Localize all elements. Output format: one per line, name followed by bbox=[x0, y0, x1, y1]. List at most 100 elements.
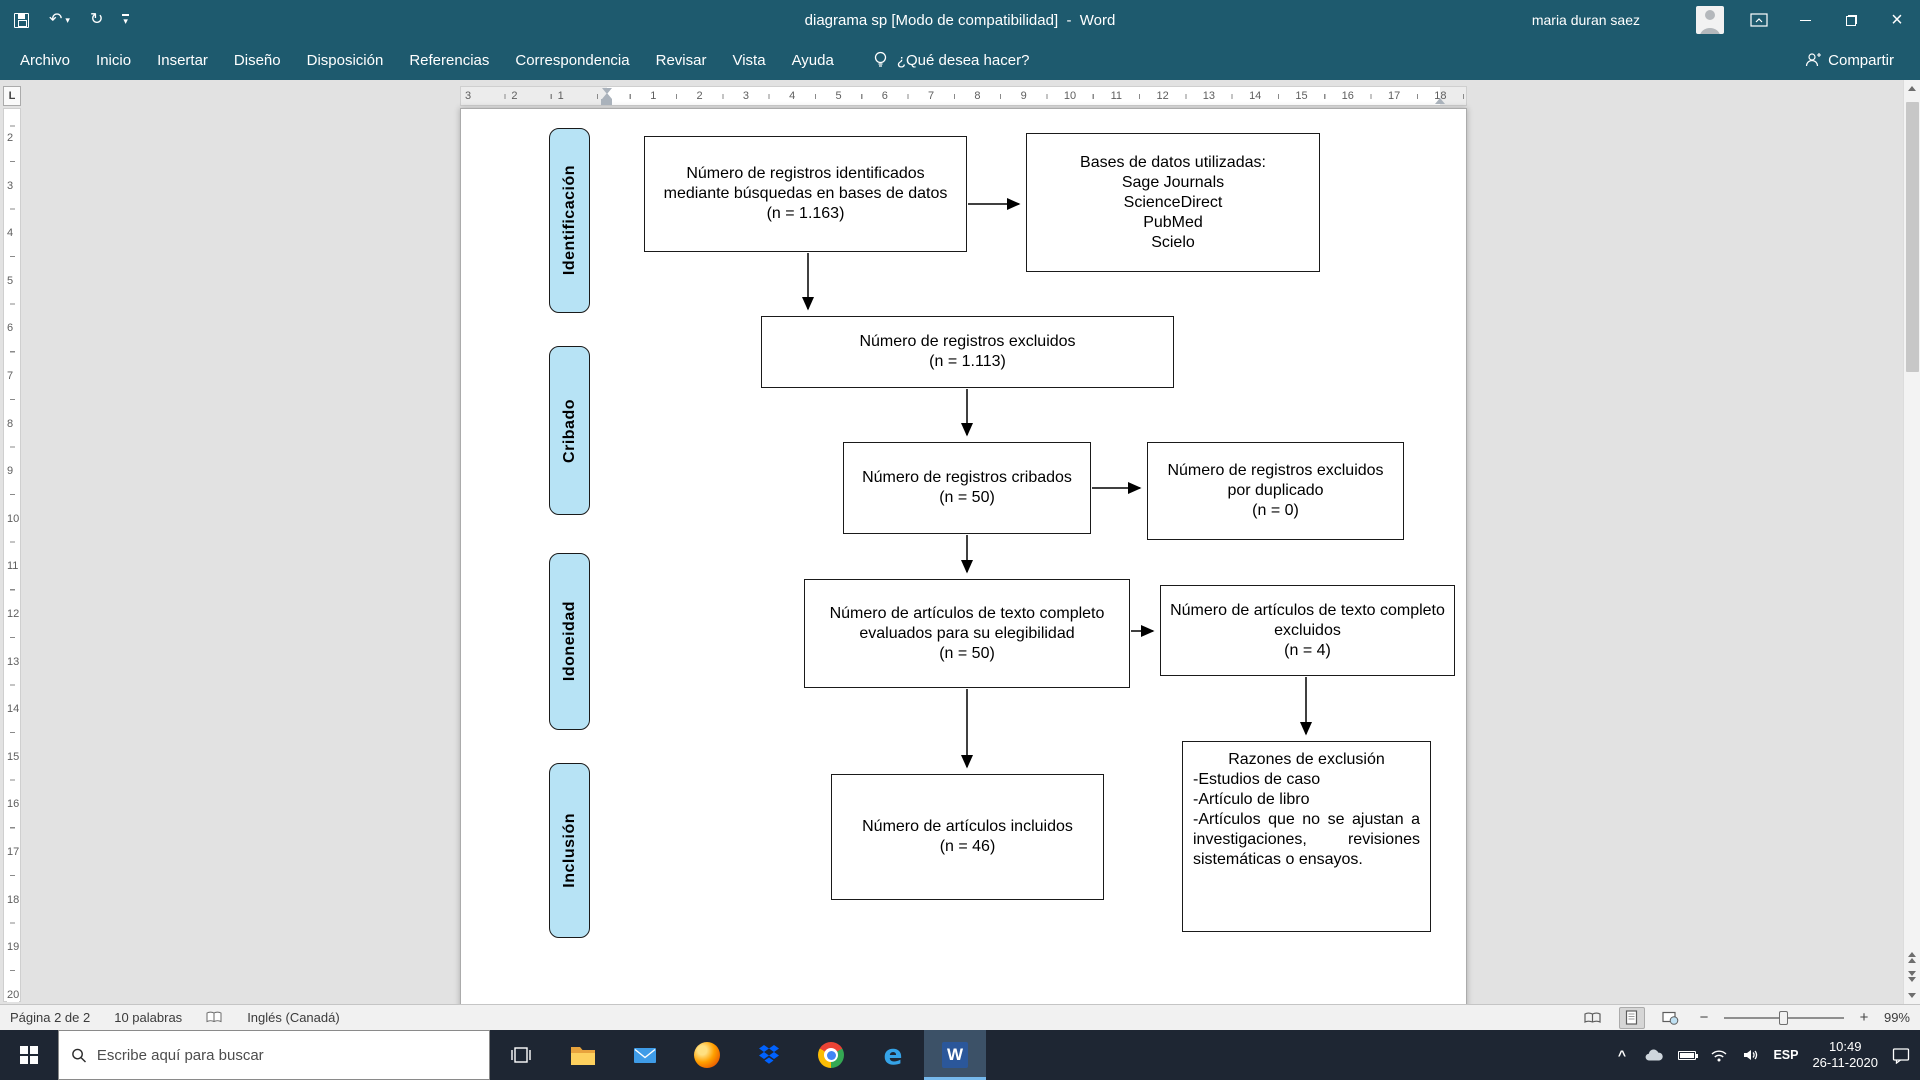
ruler-number: 15 bbox=[1295, 90, 1308, 102]
zoom-slider-handle[interactable] bbox=[1779, 1010, 1789, 1025]
action-center-icon bbox=[1892, 1047, 1910, 1064]
stage-label: Cribado bbox=[560, 398, 578, 463]
redo-button[interactable]: ↻ bbox=[90, 12, 103, 28]
taskbar-app-dropbox[interactable] bbox=[738, 1030, 800, 1080]
ruler-number: 15 bbox=[7, 749, 20, 764]
start-button[interactable] bbox=[0, 1030, 58, 1080]
language-indicator[interactable]: Inglés (Canadá) bbox=[247, 1010, 340, 1025]
word-count[interactable]: 10 palabras bbox=[114, 1010, 183, 1025]
taskbar-clock[interactable]: 10:49 26-11-2020 bbox=[1812, 1030, 1878, 1080]
tab-vista[interactable]: Vista bbox=[732, 51, 766, 69]
double-chevron-down-icon bbox=[1908, 971, 1916, 982]
minimize-button[interactable] bbox=[1782, 0, 1828, 40]
box-registros-excluidos[interactable]: Número de registros excluidos (n = 1.113… bbox=[761, 316, 1174, 388]
scrollbar-thumb[interactable] bbox=[1906, 102, 1919, 372]
next-page-button[interactable] bbox=[1904, 968, 1920, 985]
ruler-number: 20 bbox=[7, 987, 20, 1002]
ruler-number: 7 bbox=[7, 369, 14, 383]
tab-correspondencia[interactable]: Correspondencia bbox=[515, 51, 630, 69]
tab-disposicion[interactable]: Disposición bbox=[306, 51, 384, 69]
ruler-number: 8 bbox=[974, 90, 981, 102]
save-button[interactable] bbox=[14, 12, 29, 28]
volume-button[interactable] bbox=[1742, 1030, 1759, 1080]
document-scrollbar[interactable] bbox=[1903, 80, 1920, 1004]
onedrive-button[interactable] bbox=[1644, 1030, 1664, 1080]
tab-inicio[interactable]: Inicio bbox=[96, 51, 132, 69]
stage-cribado[interactable]: Cribado bbox=[549, 346, 590, 515]
tray-expand-button[interactable]: ^ bbox=[1617, 1047, 1627, 1063]
tab-revisar[interactable]: Revisar bbox=[655, 51, 707, 69]
account-avatar[interactable] bbox=[1696, 6, 1724, 34]
customize-quick-access-button[interactable]: ▾ bbox=[122, 14, 129, 26]
zoom-in-button[interactable]: + bbox=[1859, 1009, 1869, 1026]
file-explorer-icon bbox=[571, 1047, 595, 1065]
taskbar-app-file-explorer[interactable] bbox=[552, 1030, 614, 1080]
undo-button[interactable]: ↶▾ bbox=[49, 12, 70, 28]
tab-diseno[interactable]: Diseño bbox=[233, 51, 281, 69]
previous-page-button[interactable] bbox=[1904, 949, 1920, 966]
zoom-slider[interactable] bbox=[1723, 1010, 1844, 1025]
document-page[interactable]: Identificación Cribado Idoneidad Inclusi… bbox=[460, 108, 1467, 1004]
tab-referencias[interactable]: Referencias bbox=[409, 51, 490, 69]
view-read-mode-button[interactable] bbox=[1580, 1007, 1606, 1029]
ruler-number: 3 bbox=[465, 90, 472, 102]
account-name[interactable]: maria duran saez bbox=[1531, 12, 1640, 28]
box-registros-cribados[interactable]: Número de registros cribados (n = 50) bbox=[843, 442, 1091, 534]
share-person-icon bbox=[1806, 53, 1822, 67]
search-input[interactable] bbox=[96, 1046, 477, 1064]
stage-inclusion[interactable]: Inclusión bbox=[549, 763, 590, 938]
battery-button[interactable] bbox=[1678, 1030, 1699, 1080]
ribbon-display-options-button[interactable] bbox=[1750, 13, 1768, 27]
taskbar-app-firefox[interactable] bbox=[676, 1030, 738, 1080]
box-registros-identificados[interactable]: Número de registros identificados median… bbox=[644, 136, 967, 252]
stage-idoneidad[interactable]: Idoneidad bbox=[549, 553, 590, 730]
box-bases-de-datos[interactable]: Bases de datos utilizadas: Sage Journals… bbox=[1026, 133, 1320, 272]
scroll-down-button[interactable] bbox=[1904, 987, 1920, 1004]
box-excluidos-duplicado[interactable]: Número de registros excluidos por duplic… bbox=[1147, 442, 1404, 540]
box-razones-exclusion[interactable]: Razones de exclusión -Estudios de caso -… bbox=[1182, 741, 1431, 932]
page-indicator[interactable]: Página 2 de 2 bbox=[10, 1010, 91, 1025]
scroll-up-button[interactable] bbox=[1904, 80, 1920, 97]
box-articulos-incluidos[interactable]: Número de artículos incluidos (n = 46) bbox=[831, 774, 1104, 900]
ribbon-display-options-icon bbox=[1750, 13, 1768, 27]
taskbar-app-word[interactable]: W bbox=[924, 1030, 986, 1080]
box-texto-completo-evaluados[interactable]: Número de artículos de texto completo ev… bbox=[804, 579, 1130, 688]
ruler-number: 17 bbox=[7, 845, 20, 859]
view-print-layout-button[interactable] bbox=[1618, 1006, 1645, 1029]
ruler-number: 11 bbox=[1110, 90, 1123, 102]
action-center-button[interactable] bbox=[1892, 1030, 1910, 1080]
input-language-indicator[interactable]: ESP bbox=[1773, 1048, 1799, 1062]
tab-stop-selector[interactable]: L bbox=[3, 86, 21, 106]
right-indent-marker[interactable] bbox=[1435, 98, 1445, 104]
tab-archivo[interactable]: Archivo bbox=[20, 51, 71, 69]
hanging-indent-marker[interactable] bbox=[602, 93, 612, 99]
share-button[interactable]: Compartir bbox=[1804, 52, 1894, 69]
left-indent-marker[interactable] bbox=[601, 99, 612, 105]
ruler-number: 4 bbox=[789, 90, 796, 102]
proofing-status-icon[interactable] bbox=[206, 1011, 223, 1024]
stage-identificacion[interactable]: Identificación bbox=[549, 128, 590, 313]
zoom-level[interactable]: 99% bbox=[1883, 1010, 1910, 1025]
taskbar-app-chrome[interactable] bbox=[800, 1030, 862, 1080]
taskbar-search[interactable] bbox=[58, 1030, 490, 1080]
tab-insertar[interactable]: Insertar bbox=[157, 51, 208, 69]
task-view-button[interactable] bbox=[490, 1030, 552, 1080]
firefox-icon bbox=[694, 1042, 720, 1068]
network-button[interactable] bbox=[1710, 1030, 1728, 1080]
tell-me-button[interactable]: ¿Qué desea hacer? bbox=[873, 51, 1029, 69]
box-texto-completo-excluidos[interactable]: Número de artículos de texto completo ex… bbox=[1160, 585, 1455, 676]
taskbar-app-edge[interactable]: e bbox=[862, 1030, 924, 1080]
tab-ayuda[interactable]: Ayuda bbox=[791, 51, 834, 69]
ruler-number: 6 bbox=[881, 90, 888, 102]
stage-label: Idoneidad bbox=[560, 601, 578, 682]
zoom-out-button[interactable]: − bbox=[1699, 1009, 1709, 1026]
restore-button[interactable] bbox=[1828, 0, 1874, 40]
close-button[interactable]: × bbox=[1874, 0, 1920, 40]
taskbar-app-mail[interactable] bbox=[614, 1030, 676, 1080]
windows-logo-icon bbox=[20, 1046, 38, 1064]
first-line-indent-marker[interactable] bbox=[602, 88, 612, 94]
view-web-layout-button[interactable] bbox=[1658, 1007, 1684, 1029]
ruler-number: 14 bbox=[1249, 90, 1262, 102]
